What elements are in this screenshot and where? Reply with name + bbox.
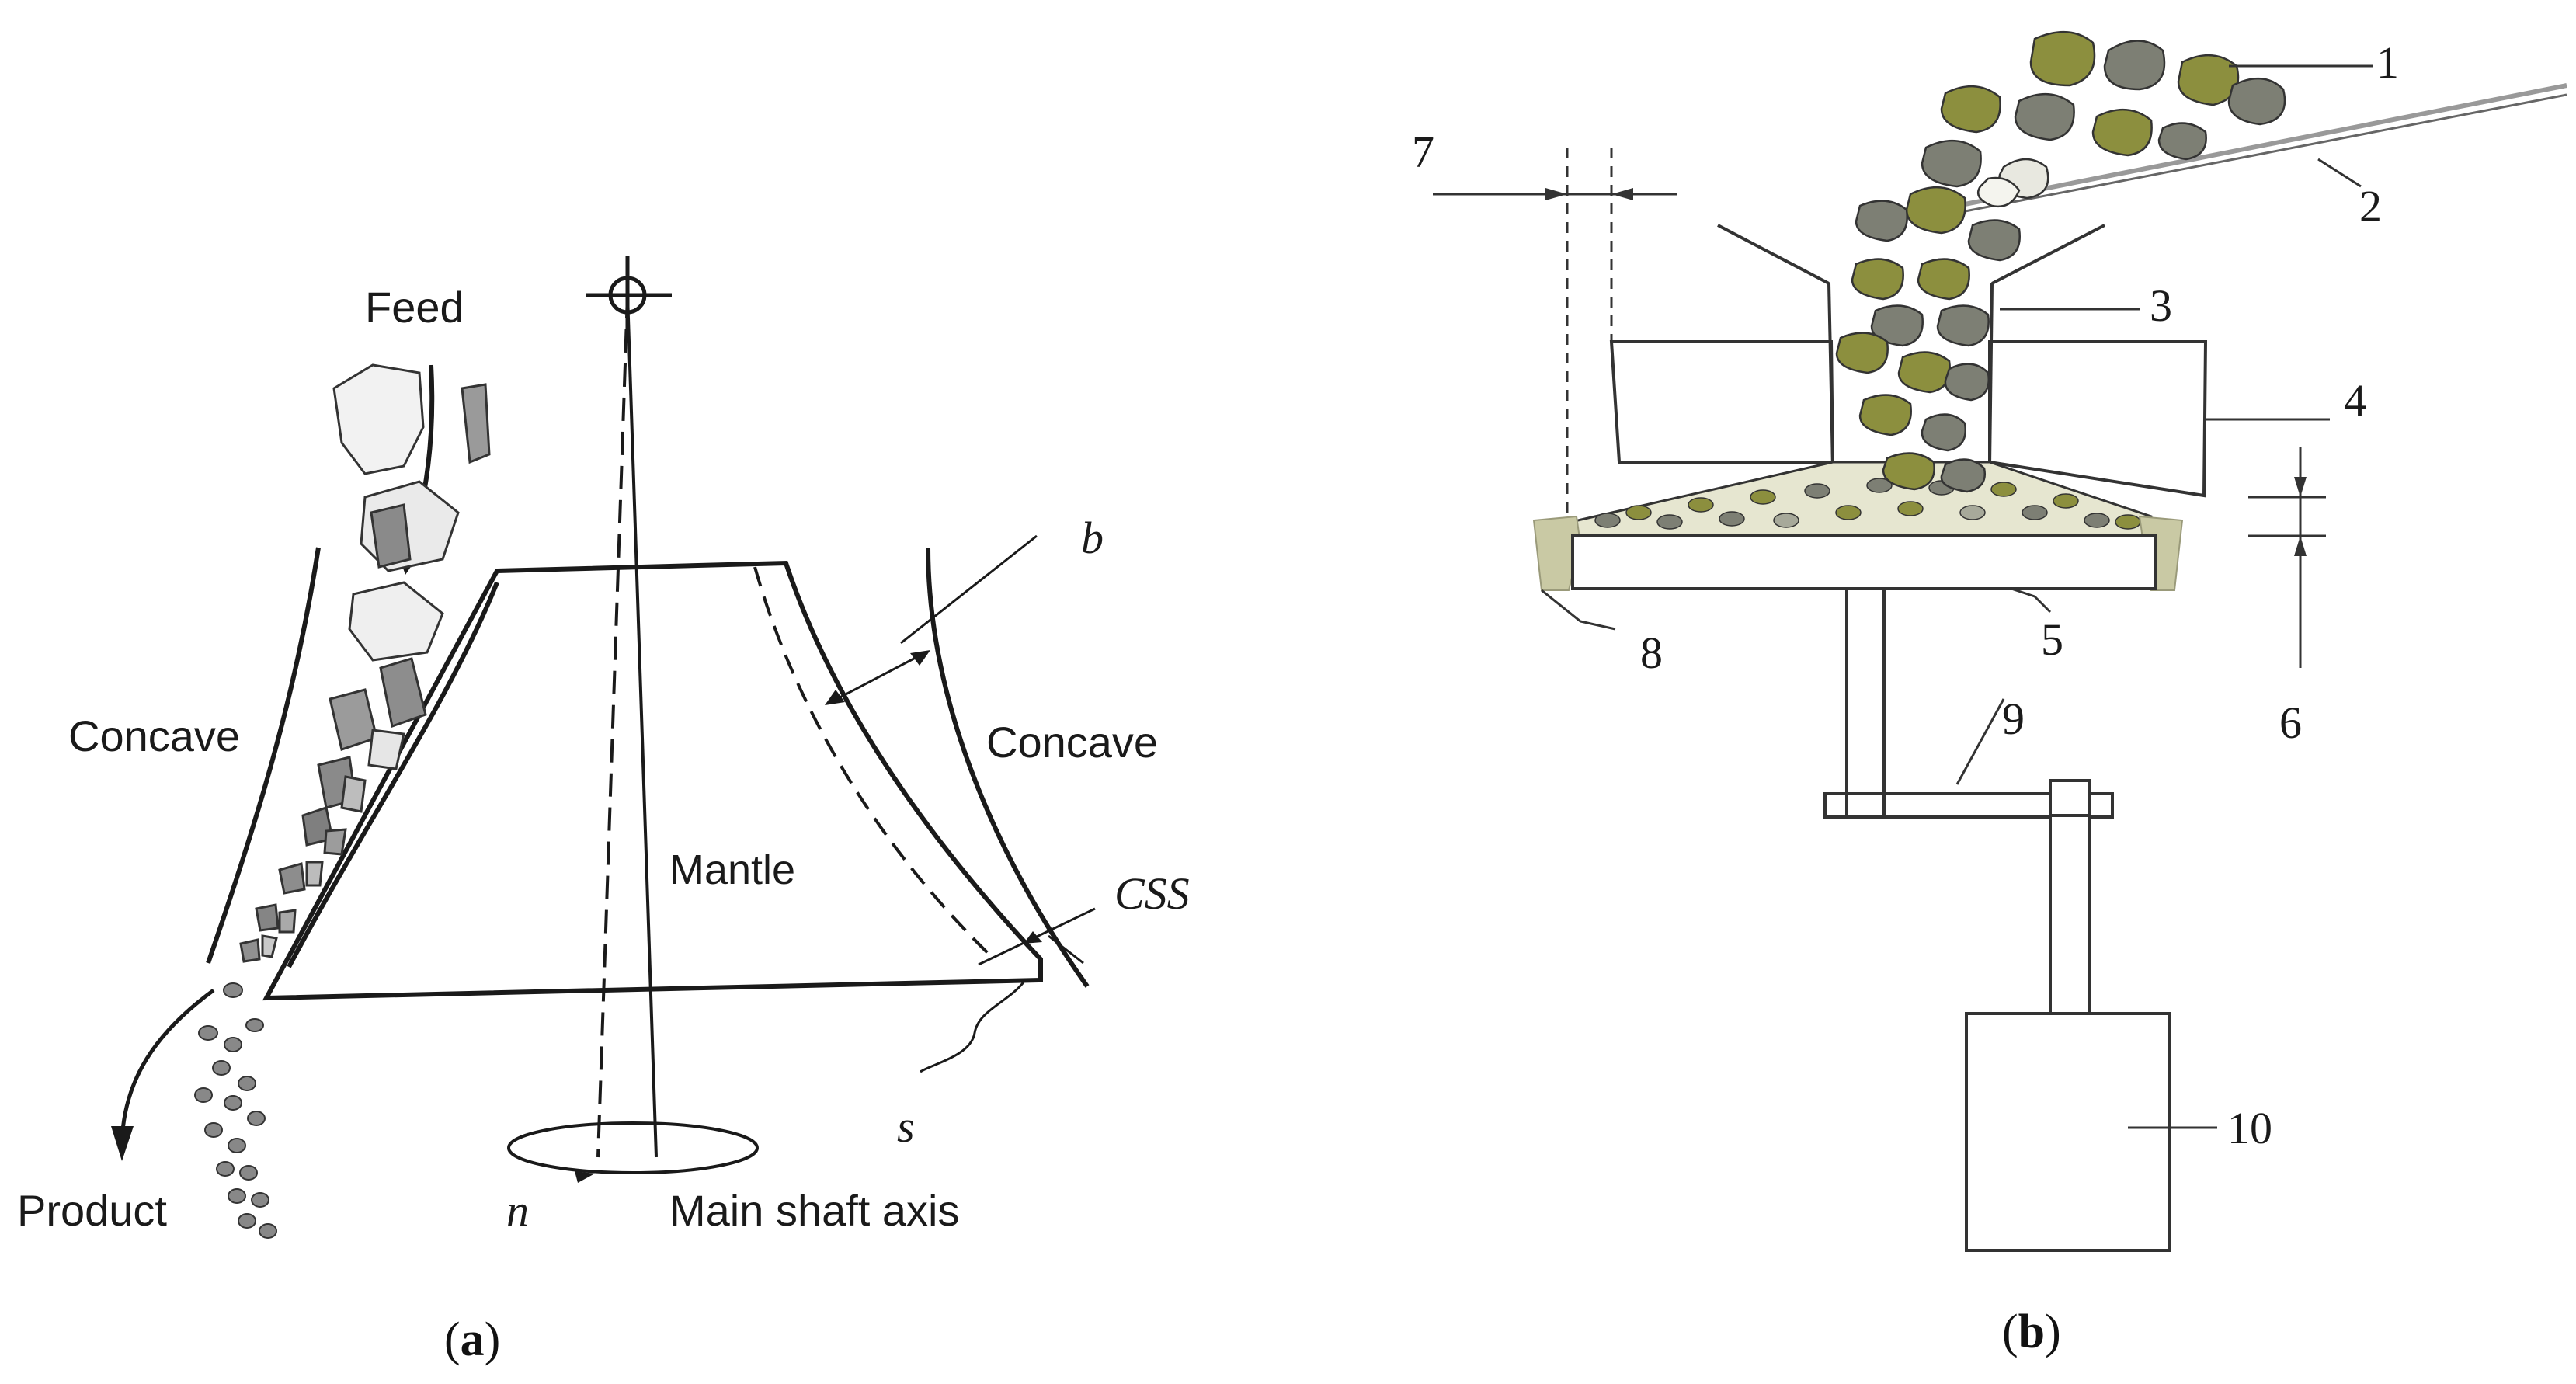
label-css: CSS bbox=[1114, 868, 1190, 919]
num-10: 10 bbox=[2227, 1103, 2272, 1153]
pivot-crosshair-icon bbox=[586, 256, 672, 334]
num-6: 6 bbox=[2279, 697, 2302, 748]
panel-a: Feed Concave Concave Mantle Product Main… bbox=[17, 256, 1190, 1366]
product-arrow-head-icon bbox=[111, 1126, 134, 1161]
feed-chute-line-bottom bbox=[1952, 93, 2567, 215]
funnel-right-wall bbox=[1991, 224, 2105, 285]
rotation-ellipse bbox=[507, 1121, 759, 1174]
num-3: 3 bbox=[2150, 280, 2172, 331]
css-arrow-head-icon bbox=[1024, 931, 1042, 944]
housing-left bbox=[1609, 340, 1835, 464]
dim7-arrow-right-icon bbox=[1611, 188, 1633, 200]
housing-right bbox=[1988, 340, 2208, 498]
num-2: 2 bbox=[2359, 181, 2382, 231]
label-concave-right: Concave bbox=[986, 718, 1158, 767]
feed-chute-line-top bbox=[1956, 83, 2567, 208]
main-shaft-line bbox=[626, 294, 658, 1158]
motor bbox=[1965, 1012, 2171, 1252]
pulley-right bbox=[2049, 779, 2091, 817]
leader-8 bbox=[1541, 589, 1616, 631]
leader-5 bbox=[2011, 587, 2052, 614]
label-concave-left: Concave bbox=[68, 711, 240, 760]
rotor-shaft bbox=[1845, 587, 1886, 812]
feed-rocks bbox=[239, 363, 491, 963]
dim6-arrow-bottom-icon bbox=[2294, 536, 2307, 556]
caption-a: (a) bbox=[444, 1313, 500, 1366]
label-n: n bbox=[506, 1185, 529, 1236]
pulley-left bbox=[1845, 792, 1886, 819]
num-4: 4 bbox=[2344, 375, 2366, 426]
leader-2 bbox=[2317, 158, 2362, 188]
mantle-dashed-line bbox=[753, 566, 996, 961]
num-1: 1 bbox=[2376, 37, 2399, 88]
label-feed: Feed bbox=[365, 283, 464, 332]
label-b: b bbox=[1081, 513, 1104, 563]
dim7-arrow-left-icon bbox=[1545, 188, 1567, 200]
motor-shaft bbox=[2049, 814, 2091, 1015]
main-shaft-axis-dashed bbox=[596, 294, 629, 1158]
label-mantle: Mantle bbox=[669, 847, 795, 893]
label-product: Product bbox=[17, 1186, 167, 1235]
s-leader bbox=[920, 979, 1027, 1073]
leader-9 bbox=[1955, 698, 2005, 785]
label-s: s bbox=[897, 1101, 915, 1152]
caption-b: (b) bbox=[2002, 1306, 2061, 1358]
b-arrow-head-right-icon bbox=[910, 650, 930, 666]
num-9: 9 bbox=[2002, 694, 2025, 744]
b-dimension bbox=[829, 651, 926, 704]
product-arrow bbox=[120, 988, 215, 1142]
funnel-left-wall bbox=[1717, 224, 1830, 285]
left-concave-outer bbox=[206, 547, 321, 964]
crushed-material-particles bbox=[1594, 478, 2141, 530]
feed-rock-stream bbox=[1835, 30, 2286, 493]
num-5: 5 bbox=[2041, 614, 2063, 665]
rotation-arrow-icon bbox=[575, 1171, 595, 1183]
dim6-arrow-top-icon bbox=[2294, 477, 2307, 497]
b-leader bbox=[900, 534, 1038, 645]
css-tick bbox=[1048, 934, 1084, 965]
panel-b: 1 2 3 4 5 6 7 8 9 10 (b) bbox=[1412, 30, 2567, 1358]
rotor-table bbox=[1571, 534, 2157, 590]
label-main-shaft-axis: Main shaft axis bbox=[669, 1186, 960, 1235]
left-concave-inner bbox=[287, 581, 499, 968]
num-7: 7 bbox=[1412, 127, 1434, 177]
product-pebbles bbox=[194, 982, 277, 1239]
mantle-outline bbox=[262, 560, 1043, 1001]
b-arrow-head-left-icon bbox=[825, 690, 845, 705]
num-8: 8 bbox=[1640, 628, 1663, 678]
